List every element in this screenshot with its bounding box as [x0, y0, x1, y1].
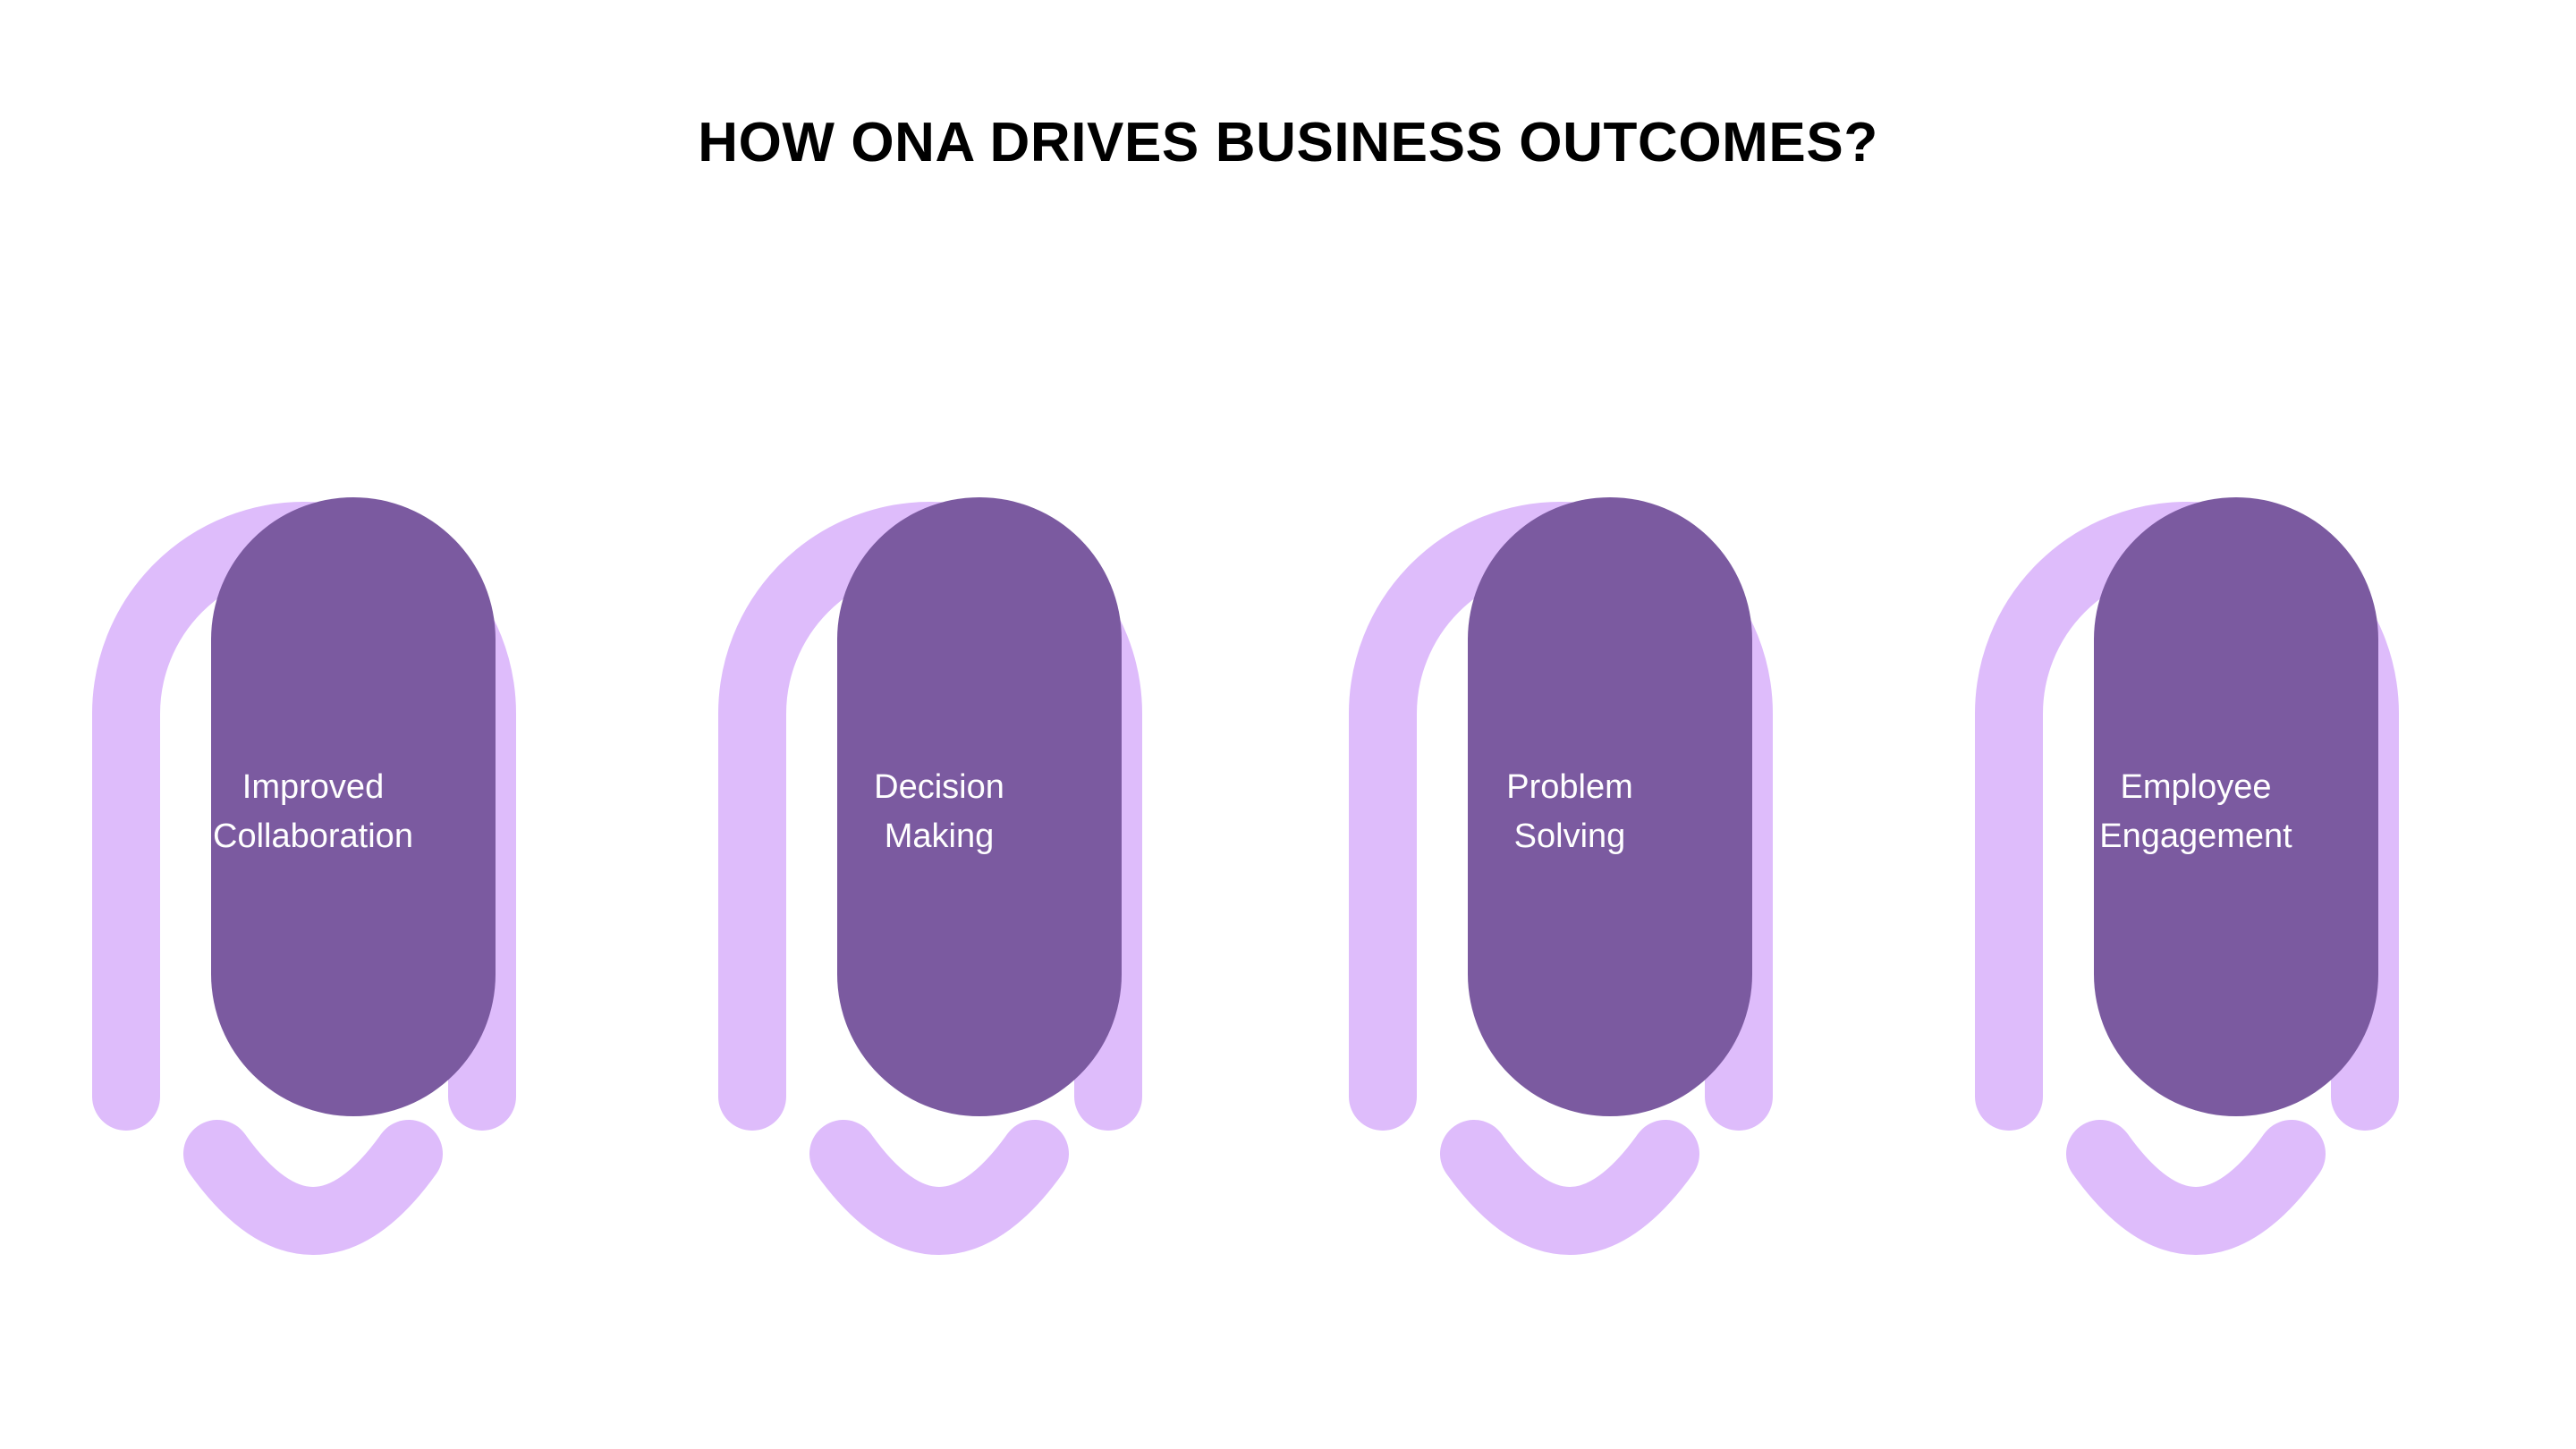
- outcome-shape-graphic-1: [92, 497, 516, 1255]
- outcome-shape-graphic-4: [1975, 497, 2399, 1255]
- page-title: HOW ONA DRIVES BUSINESS OUTCOMES?: [698, 112, 1878, 174]
- outcome-shape-graphic-2: [718, 497, 1142, 1255]
- outcome-shape-graphic-3: [1349, 497, 1773, 1255]
- inner-pill-shape-1: [211, 497, 496, 1116]
- outcome-unit-employee-engagement[interactable]: Employee Engagement: [1928, 358, 2464, 1279]
- inner-pill-shape-3: [1468, 497, 1752, 1116]
- bottom-arc-shape-4: [2066, 1120, 2326, 1255]
- bottom-arc-shape-1: [183, 1120, 443, 1255]
- inner-pill-shape-2: [837, 497, 1122, 1116]
- outcome-unit-improved-collaboration[interactable]: Improved Collaboration: [45, 358, 581, 1279]
- bottom-arc-shape-2: [809, 1120, 1069, 1255]
- bottom-arc-shape-3: [1440, 1120, 1699, 1255]
- outcome-unit-problem-solving[interactable]: Problem Solving: [1301, 358, 1838, 1279]
- outcome-unit-decision-making[interactable]: Decision Making: [671, 358, 1208, 1279]
- inner-pill-shape-4: [2094, 497, 2378, 1116]
